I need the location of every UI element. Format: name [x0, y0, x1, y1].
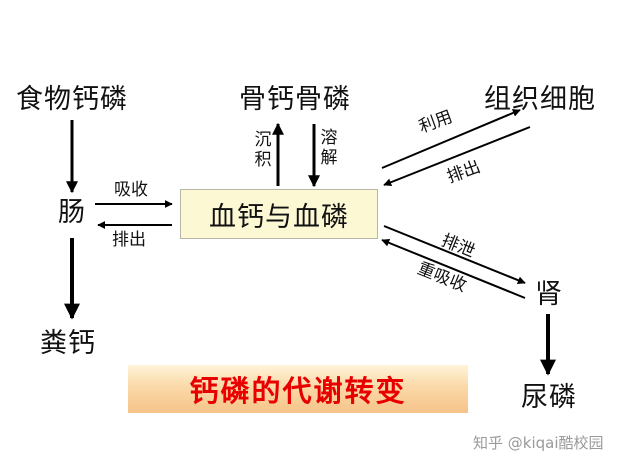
title-text: 钙磷的代谢转变 [189, 374, 407, 408]
label-absorb: 吸收 [114, 180, 148, 200]
node-tissue-cells: 组织细胞 [484, 84, 596, 115]
label-excrete-intestine: 排出 [112, 230, 146, 250]
node-blood-calcium-phosphorus: 血钙与血磷 [180, 189, 378, 239]
node-bone-calcium-phosphorus: 骨钙骨磷 [239, 84, 351, 115]
label-deposit: 沉积 [254, 130, 272, 170]
arrow-excrete-kidney [383, 225, 526, 285]
node-food-calcium-phosphorus: 食物钙磷 [16, 84, 128, 115]
arrow-utilize [381, 109, 521, 169]
node-fecal-calcium: 粪钙 [40, 328, 96, 359]
label-dissolve: 溶解 [320, 128, 338, 168]
watermark: 知乎 @kiqai酷校园 [473, 434, 604, 452]
arrow-excrete-tissue [383, 126, 531, 187]
arrow-reabsorb [381, 238, 526, 299]
node-intestine: 肠 [58, 197, 86, 228]
diagram-title: 钙磷的代谢转变 [128, 365, 468, 413]
node-kidney: 肾 [535, 279, 563, 310]
blood-label: 血钙与血磷 [209, 201, 349, 233]
node-urine-phosphorus: 尿磷 [521, 382, 577, 413]
